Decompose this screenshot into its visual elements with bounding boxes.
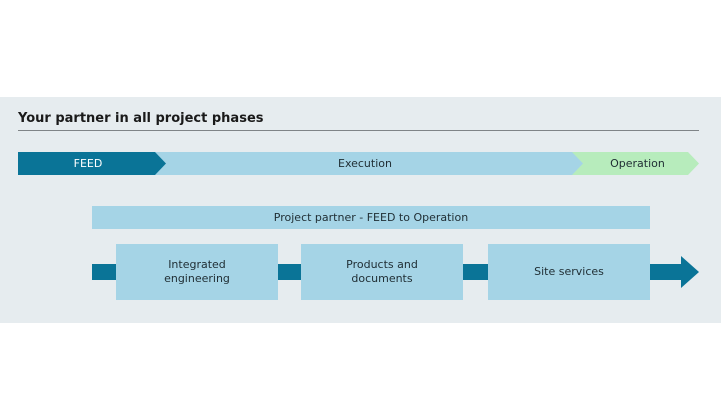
flow-connector-2 — [463, 264, 489, 280]
flow-box-line: Products and — [346, 258, 418, 271]
flow-arrowhead — [681, 256, 699, 288]
phase-feed-shape — [18, 152, 166, 175]
flow-box-line: Site services — [534, 265, 604, 278]
flow-connector-end — [650, 264, 683, 280]
flow-connector-start — [92, 264, 117, 280]
phase-operation-shape — [571, 152, 699, 175]
phase-feed-label: FEED — [73, 157, 103, 170]
flow-box-products-documents: Products and documents — [301, 244, 463, 300]
phase-execution-shape — [154, 152, 583, 175]
phase-execution-label: Execution — [338, 157, 392, 170]
flow-connector-1 — [278, 264, 302, 280]
flow-box-line: engineering — [164, 272, 230, 285]
flow-box-site-services: Site services — [488, 244, 650, 300]
phase-operation-label: Operation — [610, 157, 665, 170]
flow-box-line: documents — [351, 272, 413, 285]
title-divider — [18, 130, 699, 131]
flow-box-integrated-engineering: Integrated engineering — [116, 244, 278, 300]
project-partner-bar: Project partner - FEED to Operation — [92, 206, 650, 229]
diagram-title: Your partner in all project phases — [18, 111, 264, 126]
flow-box-line: Integrated — [168, 258, 226, 271]
